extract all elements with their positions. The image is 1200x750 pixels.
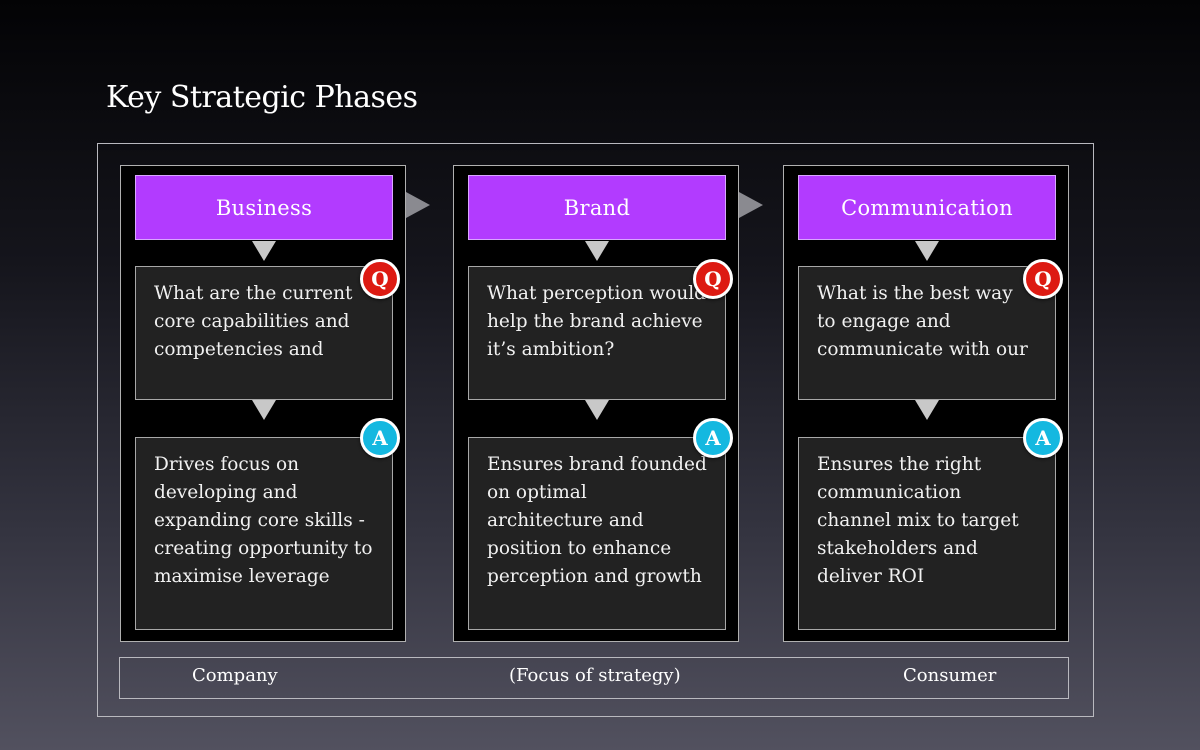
phase-column-communication: Communication What is the best way to en…: [783, 165, 1069, 642]
phase-header: Brand: [468, 175, 726, 240]
focus-spectrum-bar: Company (Focus of strategy) Consumer: [119, 657, 1069, 699]
down-arrow-icon: [252, 241, 276, 261]
down-arrow-icon: [915, 241, 939, 261]
answer-box: Ensures brand founded on optimal archite…: [468, 437, 726, 630]
answer-badge-icon: A: [693, 418, 733, 458]
answer-box: Drives focus on developing and expanding…: [135, 437, 393, 630]
down-arrow-icon: [915, 400, 939, 420]
spectrum-label-focus: (Focus of strategy): [509, 665, 681, 686]
answer-badge-icon: A: [360, 418, 400, 458]
right-arrow-icon: [739, 192, 763, 218]
right-arrow-icon: [406, 192, 430, 218]
spectrum-label-company: Company: [192, 665, 278, 686]
answer-badge-icon: A: [1023, 418, 1063, 458]
phase-column-brand: Brand What perception would help the bra…: [453, 165, 739, 642]
down-arrow-icon: [585, 241, 609, 261]
diagram-frame: [97, 143, 1094, 717]
answer-box: Ensures the right communication channel …: [798, 437, 1056, 630]
question-badge-icon: Q: [1023, 259, 1063, 299]
phase-column-business: Business What are the current core capab…: [120, 165, 406, 642]
down-arrow-icon: [585, 400, 609, 420]
spectrum-label-consumer: Consumer: [903, 665, 997, 686]
question-box: What is the best way to engage and commu…: [798, 266, 1056, 400]
question-badge-icon: Q: [693, 259, 733, 299]
question-badge-icon: Q: [360, 259, 400, 299]
slide-title: Key Strategic Phases: [106, 80, 418, 115]
down-arrow-icon: [252, 400, 276, 420]
phase-header: Communication: [798, 175, 1056, 240]
question-box: What perception would help the brand ach…: [468, 266, 726, 400]
question-box: What are the current core capabilities a…: [135, 266, 393, 400]
phase-header: Business: [135, 175, 393, 240]
